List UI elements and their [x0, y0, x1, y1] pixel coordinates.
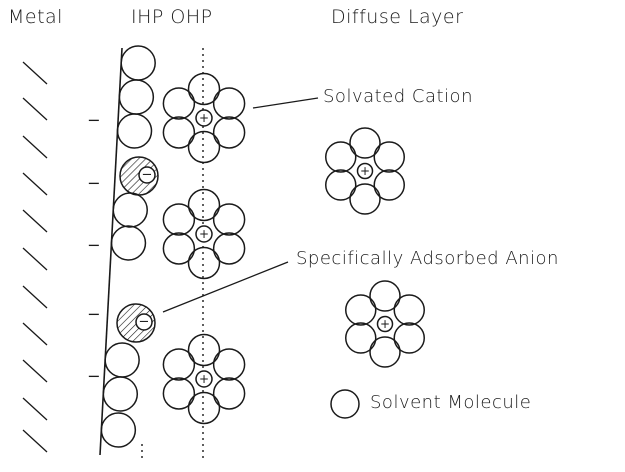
adsorbed-anions: −−	[116, 156, 159, 343]
cation-core	[376, 315, 394, 333]
solvation-molecule	[212, 87, 246, 120]
cation-core	[195, 109, 213, 127]
adsorbed-anion: −	[116, 303, 156, 343]
anion-leader-line	[162, 261, 289, 313]
cation-core	[195, 225, 213, 243]
solvation-molecule	[187, 188, 221, 222]
solvent-monolayer	[100, 45, 156, 448]
solvation-molecule	[393, 322, 425, 354]
metal-surface-charges: − − − − −	[87, 111, 100, 386]
cation-core	[356, 162, 374, 180]
leader-lines	[162, 97, 319, 313]
solvation-molecule	[212, 116, 246, 149]
solvation-molecule	[162, 203, 196, 236]
solvation-molecule	[373, 141, 405, 173]
solvent-molecule	[116, 113, 153, 149]
solvation-molecule	[162, 377, 196, 410]
surface-charge-sign: −	[87, 236, 100, 255]
solvation-molecule	[369, 280, 401, 312]
anion-sign: −	[139, 315, 150, 330]
cation-sign: +	[199, 227, 209, 241]
solvation-molecule	[162, 348, 196, 381]
cation-leader-line	[252, 97, 319, 109]
anion-core	[135, 313, 153, 331]
solvation-molecule	[187, 391, 221, 425]
solvation-molecule	[162, 116, 196, 149]
solvation-molecule	[325, 169, 357, 201]
cation-sign: +	[380, 317, 390, 331]
solvation-molecule	[373, 169, 405, 201]
solvated-cations: + + + + +	[162, 72, 425, 425]
hatch-line	[22, 429, 48, 453]
solvent-molecule-label: Solvent Molecule	[370, 392, 532, 413]
cation-sign: +	[199, 111, 209, 125]
metal-heading: Metal	[8, 6, 63, 28]
solvated-cation: +	[345, 280, 425, 368]
solvated-cation: +	[162, 333, 246, 425]
solvent-molecule	[112, 192, 148, 228]
solvation-molecule	[369, 336, 401, 368]
hatch-line	[22, 285, 48, 309]
diffuse-layer-heading: Diffuse Layer	[331, 6, 464, 28]
surface-charge-sign: −	[87, 111, 100, 130]
adsorbed-anion-label: Specifically Adsorbed Anion	[296, 248, 559, 269]
cation-sign: +	[360, 164, 370, 178]
solvated-cation: +	[162, 188, 246, 280]
surface-charge-sign: −	[87, 174, 100, 193]
solvation-molecule	[162, 87, 196, 120]
solvent-molecule	[110, 225, 147, 261]
solvated-cation: +	[162, 72, 246, 164]
anion-core	[138, 166, 156, 184]
ihp-ohp-heading: IHP OHP	[131, 6, 213, 28]
cation-sign: +	[199, 372, 209, 386]
solvation-molecule	[187, 246, 221, 280]
solvent-molecule	[118, 79, 155, 115]
metal-surface-line	[99, 47, 123, 456]
solvent-molecule	[120, 45, 156, 81]
hatch-line	[22, 97, 48, 121]
solvation-molecule	[345, 322, 377, 354]
hatch-line	[22, 61, 48, 85]
hatch-line	[22, 209, 48, 233]
solvation-molecule	[187, 333, 221, 367]
solvation-molecule	[349, 183, 381, 215]
surface-charge-sign: −	[87, 367, 100, 386]
solvation-molecule	[345, 294, 377, 326]
solvated-cation: +	[325, 127, 405, 215]
surface-charge-sign: −	[87, 305, 100, 324]
solvation-molecule	[212, 348, 246, 381]
solvent-molecule	[104, 342, 140, 378]
hatch-line	[22, 135, 48, 159]
hatch-line	[22, 359, 48, 383]
cation-core	[195, 370, 213, 388]
solvent-molecule	[102, 376, 139, 412]
solvation-molecule	[212, 203, 246, 236]
solvation-molecule	[349, 127, 381, 159]
solvation-molecule	[212, 377, 246, 410]
solvated-cation-label: Solvated Cation	[323, 86, 473, 107]
hatch-line	[22, 172, 48, 196]
solvent-molecule	[100, 412, 137, 448]
solvation-molecule	[187, 130, 221, 164]
solvation-molecule	[212, 232, 246, 265]
adsorbed-anion: −	[119, 156, 159, 196]
solvation-molecule	[325, 141, 357, 173]
solvation-molecule	[187, 72, 221, 106]
hatch-line	[22, 247, 48, 271]
anion-sign: −	[142, 168, 153, 183]
hatch-line	[22, 397, 48, 421]
solvation-molecule	[393, 294, 425, 326]
solvent-legend-circle	[330, 389, 360, 419]
metal-hatching	[22, 61, 48, 453]
solvation-molecule	[162, 232, 196, 265]
hatch-line	[22, 322, 48, 346]
